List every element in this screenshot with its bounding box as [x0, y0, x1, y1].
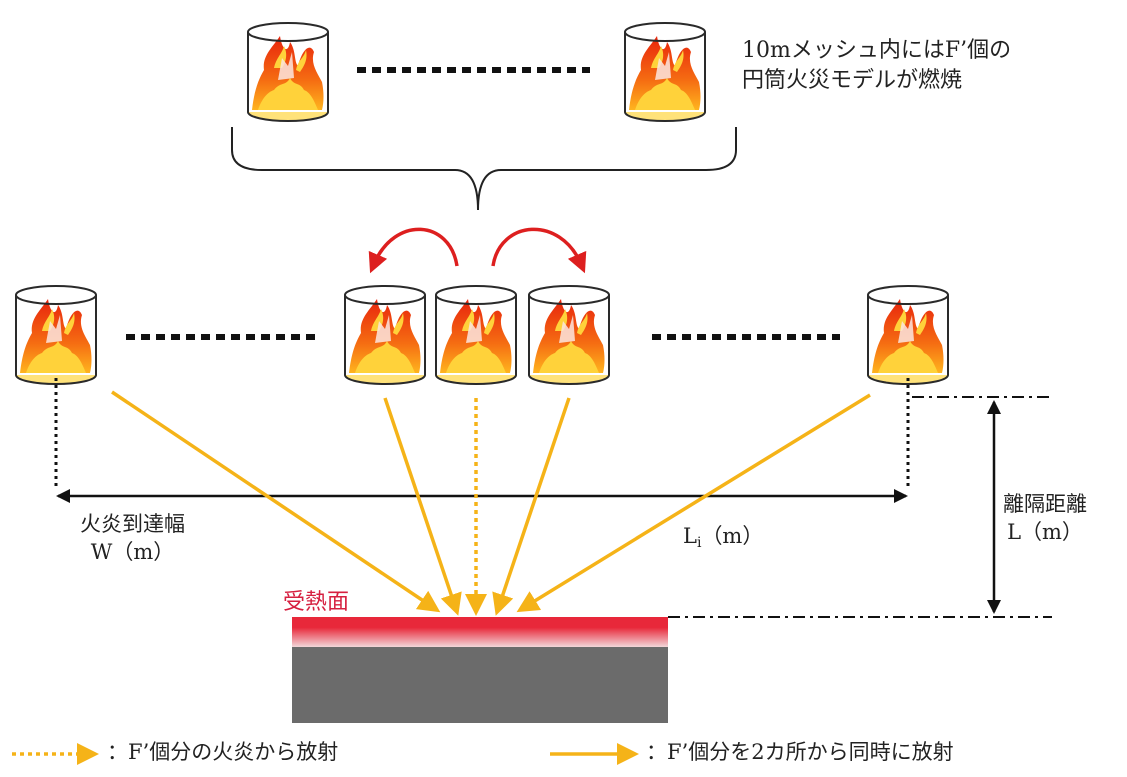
heat-surface-label: 受熱面 — [283, 590, 350, 615]
separation-title: 離隔距離 — [1003, 492, 1087, 516]
separation-symbol: L（m） — [1007, 520, 1083, 545]
wall-block — [292, 647, 668, 723]
legend-dotted-text: ：F’個分の火炎から放射 — [107, 740, 339, 764]
separation-distance-label: 離隔距離 L（m） — [1003, 490, 1087, 547]
heat-receiving-surface — [292, 617, 668, 647]
brace — [231, 127, 737, 211]
burning-cylinder-icon — [867, 285, 949, 385]
rotation-arrow-right — [491, 227, 587, 274]
radiation-arrow — [383, 397, 462, 616]
burning-cylinder-icon — [528, 285, 610, 385]
radiation-arrow — [492, 397, 571, 616]
note-line-2: 円筒火災モデルが燃焼 — [742, 67, 963, 93]
li-distance-label: Li（m） — [683, 522, 763, 553]
note-line-1: 10mメッシュ内にはF’個の — [742, 38, 1012, 63]
legend-solid-text: ：F’個分を2カ所から同時に放射 — [646, 740, 954, 764]
burning-cylinder-icon — [247, 22, 329, 122]
flame-width-label: 火炎到達幅 W（m） — [80, 510, 185, 567]
li-main: L — [683, 524, 697, 548]
flame-width-title: 火炎到達幅 — [80, 512, 185, 536]
burning-cylinder-icon — [624, 22, 706, 122]
li-unit: （m） — [701, 524, 764, 548]
burning-cylinder-icon — [15, 285, 97, 385]
burning-cylinder-icon — [435, 285, 517, 385]
rotation-arrow-left — [368, 227, 459, 274]
li-sub: i — [696, 535, 702, 551]
burning-cylinder-icon — [344, 285, 426, 385]
radiation-arrow — [516, 393, 871, 613]
cylinder-count-note: 10mメッシュ内にはF’個の 円筒火災モデルが燃焼 — [742, 36, 1011, 95]
flame-width-symbol: W（m） — [90, 540, 175, 565]
radiation-arrow — [111, 390, 441, 613]
